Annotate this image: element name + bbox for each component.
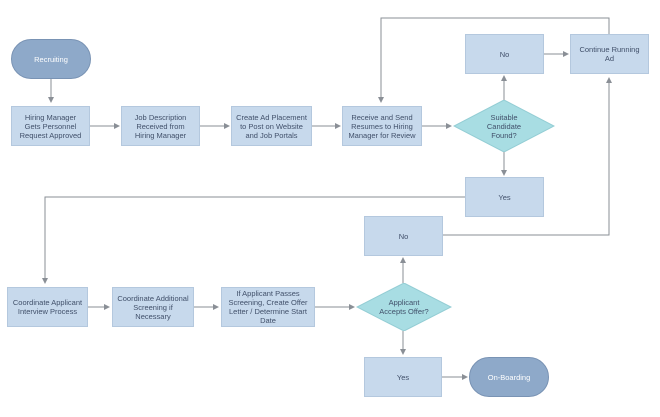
node-label: Applicant Accepts Offer? (379, 298, 429, 316)
node-yes-bottom: Yes (364, 357, 442, 397)
node-label: Yes (396, 372, 410, 382)
node-label: Suitable Candidate Found? (486, 112, 522, 140)
node-label: On-Boarding (487, 372, 531, 382)
node-job-description: Job Description Received from Hiring Man… (121, 106, 200, 146)
node-suitable-candidate: Suitable Candidate Found? (453, 100, 555, 152)
node-create-ad: Create Ad Placement to Post on Website a… (231, 106, 312, 146)
node-label: Create Ad Placement to Post on Website a… (236, 112, 307, 140)
node-label: Recruiting (34, 54, 68, 64)
node-hiring-manager: Hiring Manager Gets Personnel Request Ap… (11, 106, 90, 146)
node-label: Receive and Send Resumes to Hiring Manag… (348, 112, 416, 140)
diamond-shape (356, 283, 452, 331)
node-passes-screening: If Applicant Passes Screening, Create Of… (221, 287, 315, 327)
node-label: No (499, 49, 510, 59)
node-recruiting: Recruiting (11, 39, 91, 79)
node-no-mid: No (364, 216, 443, 256)
node-label: Hiring Manager Gets Personnel Request Ap… (19, 112, 82, 140)
connector-yes-to-interview (42, 196, 465, 284)
node-coordinate-interview: Coordinate Applicant Interview Process (7, 287, 88, 327)
node-receive-resumes: Receive and Send Resumes to Hiring Manag… (342, 106, 422, 146)
node-coordinate-screening: Coordinate Additional Screening if Neces… (112, 287, 194, 327)
connector-no-to-continue-up (443, 77, 612, 236)
node-onboarding: On-Boarding (469, 357, 549, 397)
node-yes-mid: Yes (465, 177, 544, 217)
node-continue-ad: Continue Running Ad (570, 34, 649, 74)
connector-continue-loop-to-receive (378, 17, 610, 103)
node-label: Job Description Received from Hiring Man… (134, 112, 187, 140)
diamond-shape (453, 100, 555, 152)
node-accepts-offer: Applicant Accepts Offer? (356, 283, 452, 331)
node-no-top: No (465, 34, 544, 74)
node-label: Continue Running Ad (579, 45, 640, 63)
node-label: Coordinate Additional Screening if Neces… (117, 293, 189, 321)
node-label: If Applicant Passes Screening, Create Of… (228, 289, 308, 325)
node-label: Coordinate Applicant Interview Process (12, 298, 83, 316)
node-label: No (398, 231, 409, 241)
node-label: Yes (498, 192, 511, 202)
